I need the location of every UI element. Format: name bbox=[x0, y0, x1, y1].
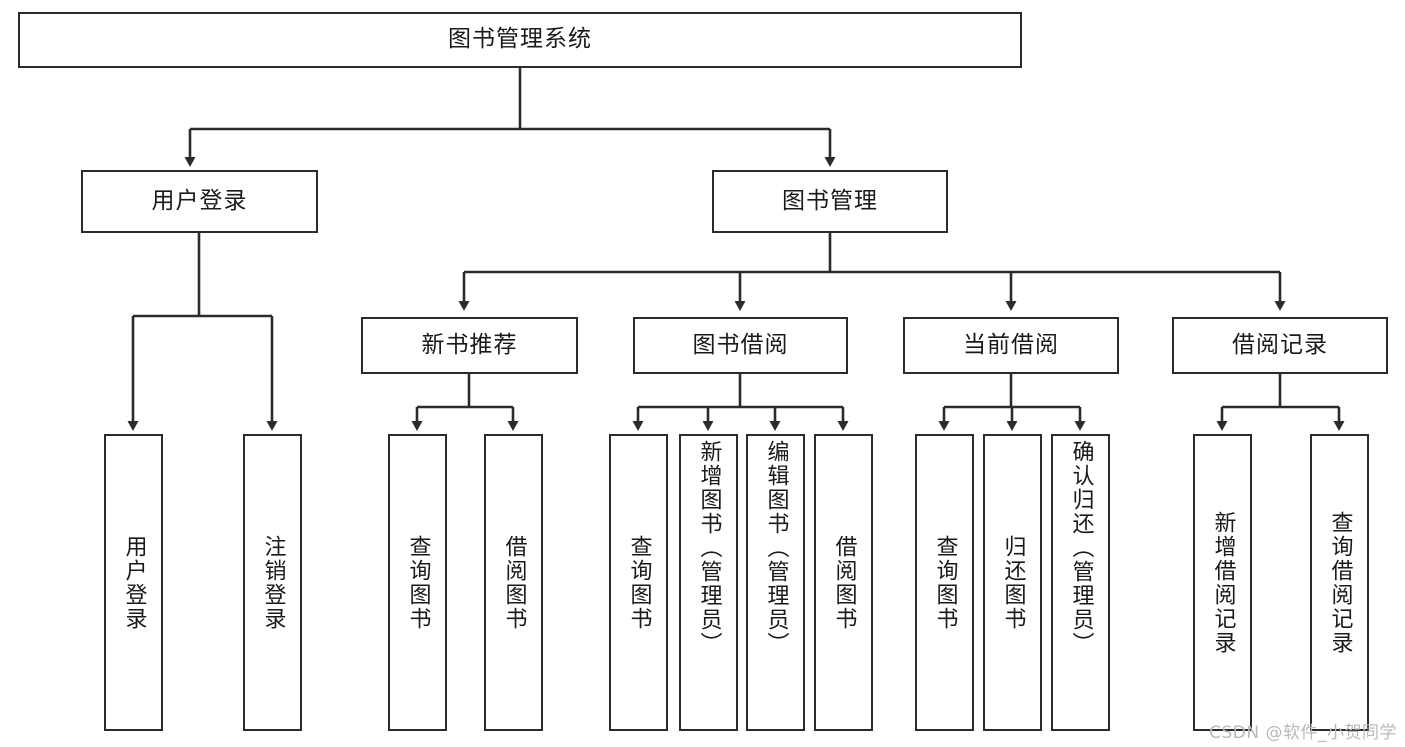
node-book-manage-label: 图书管理 bbox=[782, 187, 878, 214]
node-leaf-confirm-return[interactable]: 确认归还（管理员） bbox=[1051, 434, 1110, 731]
node-leaf-edit-book[interactable]: 编辑图书（管理员） bbox=[746, 434, 805, 731]
node-leaf-query-book-1[interactable]: 查询图书 bbox=[388, 434, 447, 731]
node-leaf-query-book-2[interactable]: 查询图书 bbox=[609, 434, 668, 731]
node-leaf-edit-book-label: 编辑图书（管理员） bbox=[763, 440, 789, 656]
node-leaf-borrow-book-1[interactable]: 借阅图书 bbox=[484, 434, 543, 731]
node-user-login[interactable]: 用户登录 bbox=[81, 170, 318, 233]
node-leaf-add-book[interactable]: 新增图书（管理员） bbox=[679, 434, 738, 731]
node-new-book-rec[interactable]: 新书推荐 bbox=[361, 317, 578, 374]
node-leaf-logout-login[interactable]: 注销登录 bbox=[243, 434, 302, 731]
node-leaf-query-book-3[interactable]: 查询图书 bbox=[915, 434, 974, 731]
node-borrow-record[interactable]: 借阅记录 bbox=[1172, 317, 1388, 374]
node-leaf-query-record[interactable]: 查询借阅记录 bbox=[1310, 434, 1369, 731]
node-leaf-return-book-label: 归还图书 bbox=[1000, 534, 1026, 631]
node-leaf-borrow-book-2-label: 借阅图书 bbox=[831, 534, 857, 631]
node-leaf-logout-login-label: 注销登录 bbox=[260, 534, 286, 631]
node-book-borrow[interactable]: 图书借阅 bbox=[633, 317, 848, 374]
node-borrow-record-label: 借阅记录 bbox=[1232, 331, 1328, 358]
node-leaf-add-book-label: 新增图书（管理员） bbox=[696, 440, 722, 656]
node-leaf-query-book-3-label: 查询图书 bbox=[932, 534, 958, 631]
node-current-borrow[interactable]: 当前借阅 bbox=[903, 317, 1119, 374]
node-leaf-borrow-book-2[interactable]: 借阅图书 bbox=[814, 434, 873, 731]
node-leaf-query-record-label: 查询借阅记录 bbox=[1327, 510, 1353, 655]
node-leaf-return-book[interactable]: 归还图书 bbox=[983, 434, 1042, 731]
node-book-manage[interactable]: 图书管理 bbox=[712, 170, 948, 233]
node-leaf-borrow-book-1-label: 借阅图书 bbox=[501, 534, 527, 631]
node-leaf-user-login[interactable]: 用户登录 bbox=[104, 434, 163, 731]
node-book-borrow-label: 图书借阅 bbox=[692, 331, 789, 358]
node-current-borrow-label: 当前借阅 bbox=[963, 331, 1059, 358]
node-leaf-add-record[interactable]: 新增借阅记录 bbox=[1193, 434, 1252, 731]
node-root[interactable]: 图书管理系统 bbox=[18, 12, 1022, 68]
node-root-label: 图书管理系统 bbox=[448, 26, 592, 53]
watermark: CSDN @软件_小贺同学 bbox=[1209, 723, 1397, 743]
node-leaf-query-book-2-label: 查询图书 bbox=[626, 534, 652, 631]
node-leaf-confirm-return-label: 确认归还（管理员） bbox=[1068, 440, 1094, 656]
node-user-login-label: 用户登录 bbox=[151, 187, 248, 214]
node-leaf-user-login-label: 用户登录 bbox=[121, 534, 147, 631]
node-leaf-query-book-1-label: 查询图书 bbox=[405, 534, 431, 631]
node-new-book-rec-label: 新书推荐 bbox=[421, 331, 518, 358]
node-leaf-add-record-label: 新增借阅记录 bbox=[1210, 510, 1236, 655]
